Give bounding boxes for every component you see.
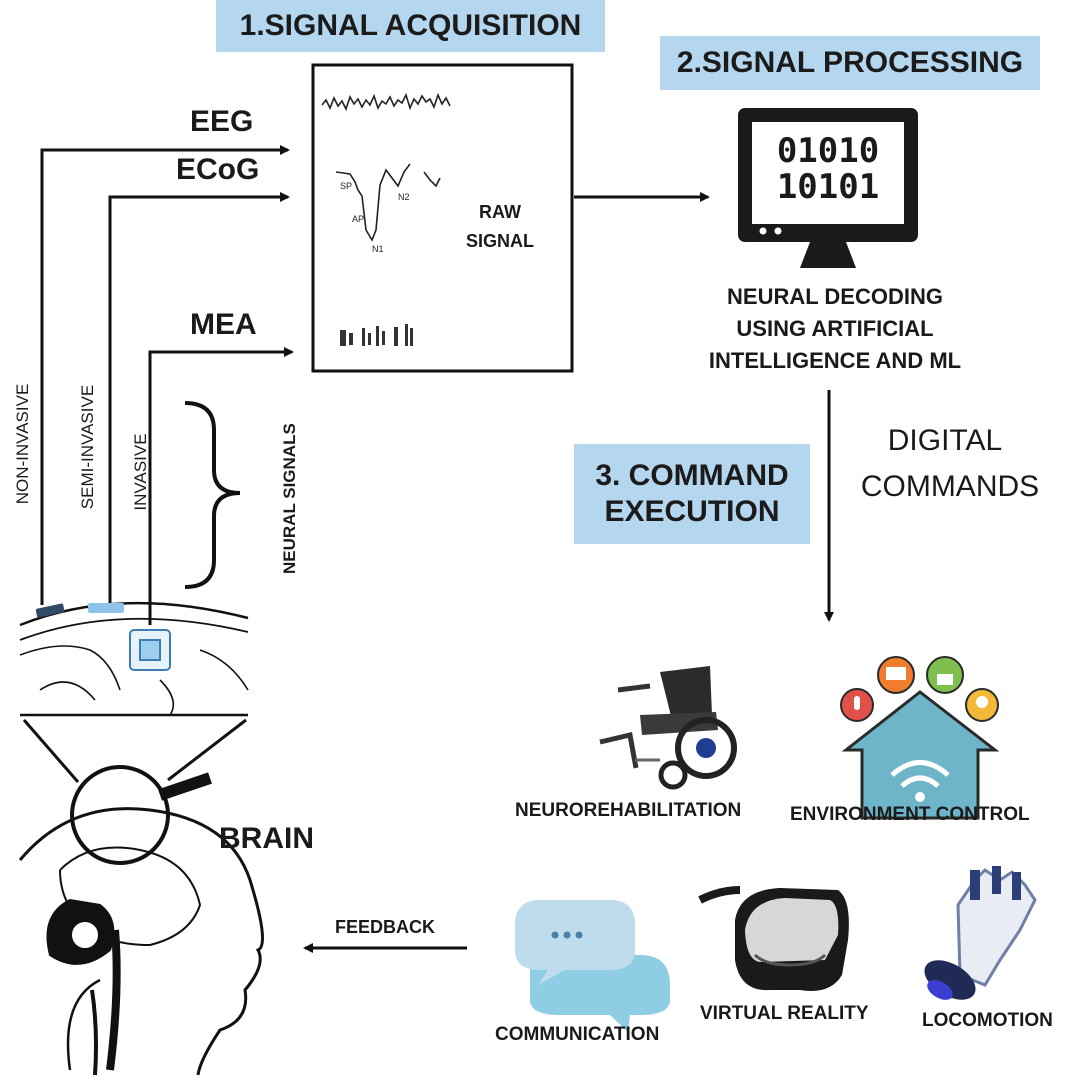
cerebellum-icon [46,898,115,965]
chat-bubbles-icon [515,900,670,1032]
communication-label: COMMUNICATION [495,1024,660,1045]
vr-headset-icon [698,886,849,991]
neurorehabilitation-label: NEUROREHABILITATION [515,800,742,821]
ap-label: AP [352,214,364,224]
monitor-binary-2: 10101 [777,167,879,207]
evoked-potential-waveform [335,163,441,242]
magnifier-line-right [167,718,247,782]
step-signal-processing: 2.SIGNAL PROCESSING [660,36,1040,90]
semi-invasive-line [108,192,290,610]
non-invasive-line [40,145,290,605]
raw-signal-panel [311,63,574,373]
virtual-reality-label: VIRTUAL REALITY [700,1003,869,1024]
spinal-cord-icon [90,929,121,1076]
magnifier-line-left [22,719,80,783]
magnifier-icon [70,765,212,865]
locomotion-label: LOCOMOTION [922,1010,1053,1031]
n1-label: N1 [372,244,384,254]
neural-signals-brace [184,401,241,589]
neural-decoding-line-2: USING ARTIFICIAL [736,316,934,341]
eeg-label: EEG [190,105,254,138]
feedback-label: FEEDBACK [335,917,436,937]
neural-signals-label: NEURAL SIGNALS [280,423,299,574]
ecog-electrode [88,603,124,613]
robotic-hand-icon [924,866,1037,1000]
wheelchair-icon [599,666,737,790]
neural-decoding-line-1: NEURAL DECODING [727,284,943,309]
invasive-label: INVASIVE [131,433,150,511]
neural-decoding-line-3: INTELLIGENCE AND ML [708,348,962,373]
raw-signal-label: RAW SIGNAL [465,202,534,251]
microelectrode-array-icon [129,629,171,671]
environment-control-label: ENVIRONMENT CONTROL [790,804,1030,825]
smart-home-icon [840,656,1000,820]
digital-commands-line-1: DIGITAL [887,424,1003,457]
mea-label: MEA [190,308,257,341]
semi-invasive-label: SEMI-INVASIVE [78,384,97,510]
monitor-binary-1: 01010 [777,131,879,171]
monitor-icon [738,108,918,268]
step-signal-acquisition: 1.SIGNAL ACQUISITION [216,0,605,52]
ecog-label: ECoG [176,153,260,186]
digital-commands-line-2: COMMANDS [860,470,1040,503]
brain-cross-section [19,601,249,717]
eeg-waveform [321,92,451,112]
eeg-electrode [35,603,65,618]
non-invasive-label: NON-INVASIVE [13,383,32,505]
invasive-line [148,347,294,625]
spike-raster [340,324,413,346]
sp-label: SP [340,181,352,191]
brain-label: BRAIN [219,822,314,855]
n2-label: N2 [398,192,410,202]
step-command-execution: 3. COMMAND EXECUTION [574,444,810,544]
